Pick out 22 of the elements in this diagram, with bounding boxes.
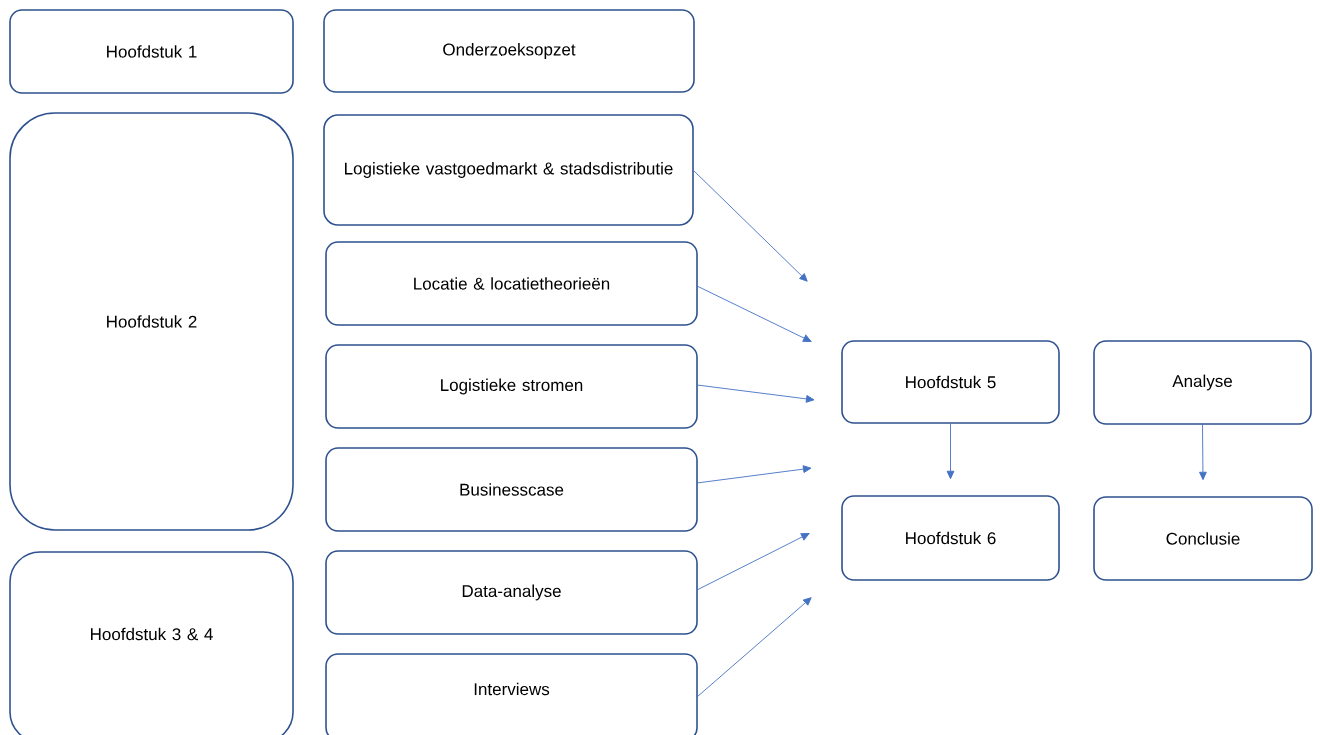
text-box: Conclusie	[1093, 496, 1313, 581]
text-box: Businesscase	[325, 447, 698, 532]
text-box: Interviews	[325, 653, 698, 735]
text-box: Hoofdstuk 6	[841, 495, 1060, 581]
arrow	[692, 169, 808, 282]
arrow	[696, 533, 810, 591]
text-box: Locatie & locatietheorieën	[325, 241, 698, 326]
arrow	[696, 465, 812, 484]
text-box: Hoofdstuk 5	[841, 340, 1060, 424]
arrow	[696, 384, 815, 403]
arrow	[1199, 423, 1207, 481]
text-box: Hoofdstuk 1	[9, 9, 294, 94]
arrow	[696, 285, 812, 342]
text-box: Onderzoeksopzet	[323, 9, 695, 93]
text-box: Data-analyse	[325, 550, 698, 635]
text-box: Hoofdstuk 3 & 4	[9, 551, 294, 735]
text-box: Logistieke vastgoedmarkt & stadsdistributie	[323, 114, 694, 226]
arrow	[696, 597, 812, 698]
text-box: Hoofdstuk 2	[9, 112, 294, 531]
text-box: Analyse	[1093, 340, 1312, 425]
text-box: Logistieke stromen	[325, 344, 698, 429]
arrow	[946, 422, 955, 480]
